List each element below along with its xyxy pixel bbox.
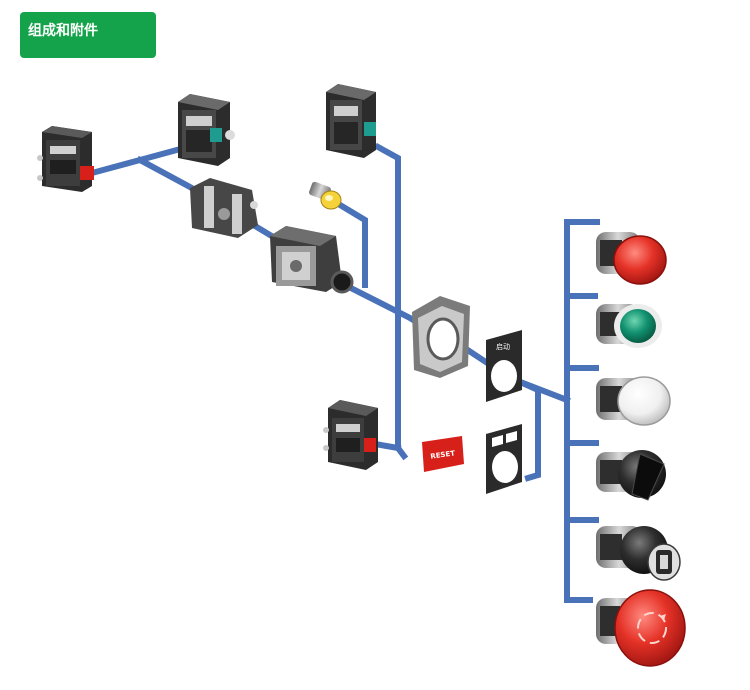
contact-block-left bbox=[37, 126, 94, 192]
wire-lamp bbox=[335, 200, 368, 288]
push-button-white bbox=[596, 376, 671, 426]
lamp-bulb bbox=[309, 181, 342, 210]
wire-button-bus-upper bbox=[564, 219, 583, 405]
emergency-stop-button bbox=[596, 589, 686, 667]
connector-lines bbox=[88, 141, 600, 603]
wire-bottom-trunk bbox=[395, 297, 409, 461]
wire-button-bus-lower bbox=[564, 399, 593, 603]
wire-bottom-contact bbox=[371, 440, 402, 452]
body-housing bbox=[270, 226, 354, 294]
wire-plate-branch bbox=[516, 378, 541, 482]
start-label-plate: 启动 bbox=[486, 330, 522, 402]
push-button-green bbox=[596, 304, 662, 348]
push-button-red bbox=[596, 232, 667, 285]
key-switch bbox=[596, 526, 681, 581]
contact-block-bottom bbox=[323, 400, 378, 470]
wire-mid-top bbox=[373, 142, 401, 303]
reset-plate-label: RESET bbox=[430, 449, 456, 460]
mount-block bbox=[190, 178, 258, 238]
contact-block-top bbox=[178, 94, 235, 166]
blank-label-plate bbox=[486, 424, 522, 494]
section-title: 组成和附件 bbox=[28, 23, 98, 39]
start-plate-label: 启动 bbox=[496, 342, 510, 351]
selector-switch bbox=[596, 450, 666, 501]
section-header: 组成和附件 bbox=[20, 12, 156, 58]
contact-block-mid-top bbox=[326, 84, 376, 158]
reset-plate: RESET bbox=[422, 436, 464, 472]
adapter-collar bbox=[412, 296, 470, 378]
